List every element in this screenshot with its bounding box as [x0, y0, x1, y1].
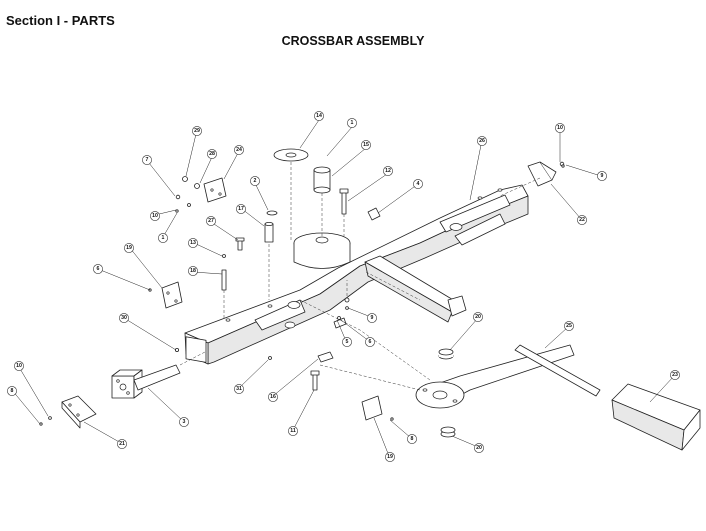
svg-text:6: 6: [97, 266, 100, 272]
callout-6: 6: [93, 264, 103, 274]
assembly-lines: [179, 162, 541, 391]
svg-text:18: 18: [190, 268, 196, 274]
svg-text:9: 9: [601, 173, 604, 179]
svg-text:20: 20: [475, 314, 481, 320]
callout-13: 13: [188, 238, 198, 248]
callout-18: 18: [188, 266, 198, 276]
callout-10: 10: [14, 361, 24, 371]
callout-9: 9: [597, 171, 607, 181]
callout-17: 17: [236, 204, 246, 214]
svg-text:10: 10: [152, 213, 158, 219]
svg-text:24: 24: [236, 147, 242, 153]
callout-8: 8: [407, 434, 417, 444]
svg-text:19: 19: [126, 245, 132, 251]
svg-text:10: 10: [16, 363, 22, 369]
svg-text:1: 1: [162, 235, 165, 241]
side-arm: [364, 255, 467, 323]
leader-lines: [11, 119, 675, 457]
svg-text:12: 12: [385, 168, 391, 174]
callout-19: 19: [385, 452, 395, 462]
svg-text:4: 4: [417, 181, 420, 187]
callout-3: 3: [179, 417, 189, 427]
callout-11: 11: [288, 426, 298, 436]
svg-text:29: 29: [194, 128, 200, 134]
callout-24: 24: [234, 145, 244, 155]
callout-27: 27: [206, 216, 216, 226]
callout-20: 20: [474, 443, 484, 453]
callout-1: 1: [347, 118, 357, 128]
svg-text:15: 15: [363, 142, 369, 148]
svg-text:28: 28: [209, 151, 215, 157]
callout-23: 23: [670, 370, 680, 380]
callout-4: 4: [413, 179, 423, 189]
svg-text:5: 5: [346, 339, 349, 345]
svg-text:31: 31: [236, 386, 242, 392]
callout-8: 8: [7, 386, 17, 396]
callout-25: 25: [564, 321, 574, 331]
svg-text:30: 30: [121, 315, 127, 321]
svg-text:14: 14: [316, 113, 322, 119]
callout-6: 6: [365, 337, 375, 347]
svg-text:13: 13: [190, 240, 196, 246]
svg-text:8: 8: [411, 436, 414, 442]
svg-text:26: 26: [479, 138, 485, 144]
svg-text:17: 17: [238, 206, 244, 212]
hardware: [39, 148, 565, 438]
svg-text:6: 6: [369, 339, 372, 345]
callout-5: 5: [342, 337, 352, 347]
svg-text:20: 20: [476, 445, 482, 451]
callout-15: 15: [361, 140, 371, 150]
section-title: Section I - PARTS: [6, 13, 115, 28]
svg-text:9: 9: [371, 315, 374, 321]
callout-26: 26: [477, 136, 487, 146]
svg-text:7: 7: [146, 157, 149, 163]
callout-16: 16: [268, 392, 278, 402]
svg-text:10: 10: [557, 125, 563, 131]
arm-assembly-25: [415, 344, 601, 409]
svg-text:19: 19: [387, 454, 393, 460]
callout-19: 19: [124, 243, 134, 253]
svg-text:11: 11: [290, 428, 296, 434]
callout-22: 22: [577, 215, 587, 225]
callout-20: 20: [473, 312, 483, 322]
svg-text:27: 27: [208, 218, 214, 224]
svg-text:25: 25: [566, 323, 572, 329]
svg-text:23: 23: [672, 372, 678, 378]
callout-10: 10: [555, 123, 565, 133]
diagram-title: CROSSBAR ASSEMBLY: [281, 34, 425, 48]
callout-21: 21: [117, 439, 127, 449]
callout-28: 28: [207, 149, 217, 159]
cylinder-block-3: [111, 364, 181, 399]
svg-text:16: 16: [270, 394, 276, 400]
callout-7: 7: [142, 155, 152, 165]
bumper-23: [611, 383, 701, 451]
callout-9: 9: [367, 313, 377, 323]
svg-text:21: 21: [119, 441, 125, 447]
callout-31: 31: [234, 384, 244, 394]
svg-text:22: 22: [579, 217, 585, 223]
callout-1: 1: [158, 233, 168, 243]
callout-30: 30: [119, 313, 129, 323]
callout-2: 2: [250, 176, 260, 186]
svg-text:8: 8: [11, 388, 14, 394]
callout-10: 10: [150, 211, 160, 221]
plates: [61, 161, 557, 429]
svg-text:2: 2: [254, 178, 257, 184]
callout-29: 29: [192, 126, 202, 136]
callout-14: 14: [314, 111, 324, 121]
crossbar-beam: [184, 184, 529, 365]
svg-text:3: 3: [183, 419, 186, 425]
callout-12: 12: [383, 166, 393, 176]
svg-text:1: 1: [351, 120, 354, 126]
